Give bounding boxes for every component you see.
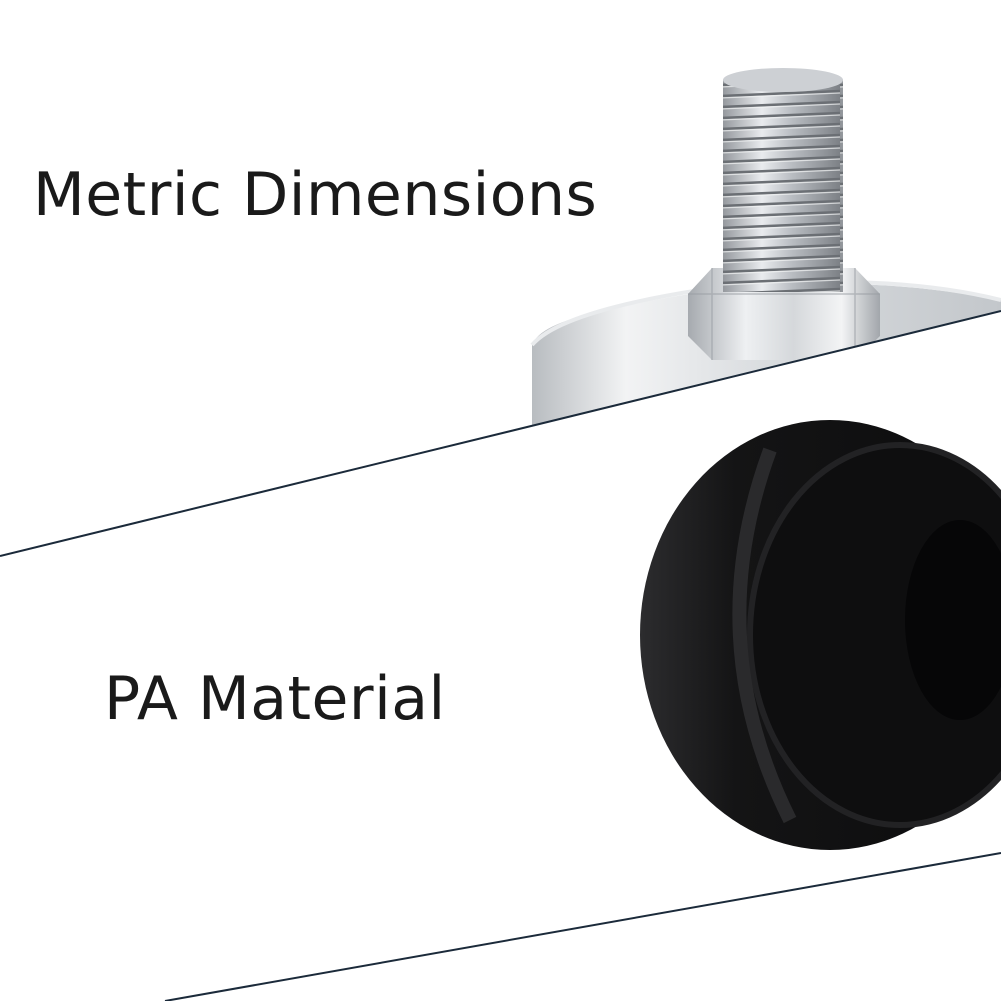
caption-metric-dimensions: Metric Dimensions <box>33 160 598 230</box>
divider-line-upper <box>0 310 1001 557</box>
black-wheel-image <box>640 420 1001 850</box>
divider-line-lower <box>164 852 1001 1001</box>
caption-pa-material: PA Material <box>104 664 446 734</box>
threaded-stem-bolt-image <box>530 68 1001 430</box>
